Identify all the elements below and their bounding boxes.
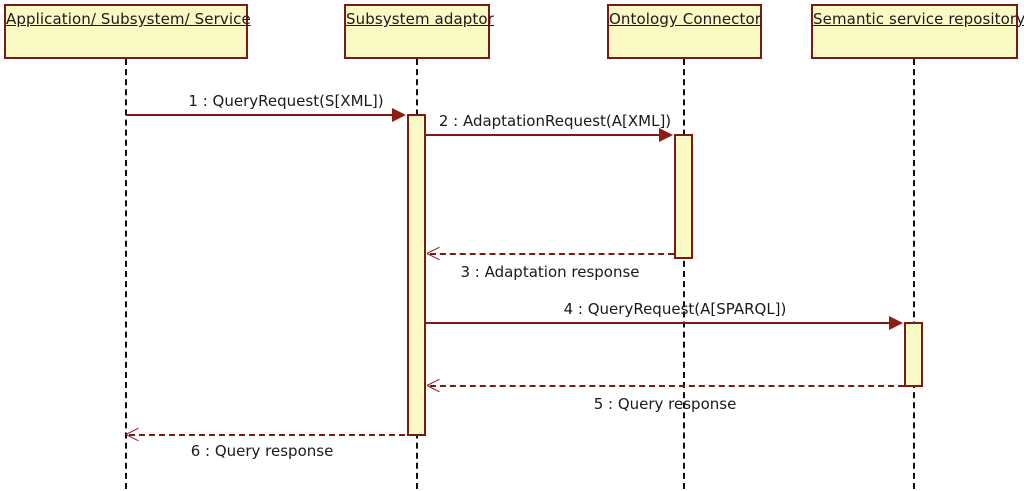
activation-bar-ontology[interactable] <box>674 134 693 259</box>
lifeline-application <box>125 59 127 489</box>
message-label-3: 3 : Adaptation response <box>460 263 640 281</box>
message-label-6: 6 : Query response <box>190 442 334 460</box>
lifeline-label-repository: Semantic service repository <box>813 10 1024 28</box>
message-line-6 <box>129 434 425 436</box>
message-arrowhead-2 <box>659 128 673 142</box>
message-arrowhead-3 <box>426 246 440 261</box>
lifeline-repository <box>913 59 915 489</box>
message-line-2 <box>426 134 660 136</box>
message-arrowhead-4 <box>889 316 903 330</box>
lifeline-box-repository[interactable]: Semantic service repository <box>811 4 1024 59</box>
message-arrowhead-5 <box>426 378 440 393</box>
lifeline-ontology <box>683 59 685 489</box>
message-line-1 <box>126 114 393 116</box>
message-line-4 <box>426 322 890 324</box>
lifeline-label-ontology: Ontology Connector <box>609 10 762 28</box>
activation-bar-repository[interactable] <box>904 322 923 387</box>
lifeline-box-ontology[interactable]: Ontology Connector <box>607 4 762 59</box>
lifeline-label-adaptor: Subsystem adaptor <box>346 10 494 28</box>
lifeline-label-application: Application/ Subsystem/ Service <box>6 10 251 28</box>
message-label-1: 1 : QueryRequest(S[XML]) <box>188 92 384 110</box>
message-arrowhead-1 <box>392 108 406 122</box>
message-label-4: 4 : QueryRequest(A[SPARQL]) <box>563 300 787 318</box>
message-arrowhead-6 <box>125 427 139 442</box>
lifeline-box-adaptor[interactable]: Subsystem adaptor <box>344 4 494 59</box>
lifeline-box-application[interactable]: Application/ Subsystem/ Service <box>4 4 251 59</box>
message-line-5 <box>430 385 904 387</box>
message-line-3 <box>430 253 674 255</box>
message-label-2: 2 : AdaptationRequest(A[XML]) <box>438 112 672 130</box>
message-label-5: 5 : Query response <box>593 395 737 413</box>
